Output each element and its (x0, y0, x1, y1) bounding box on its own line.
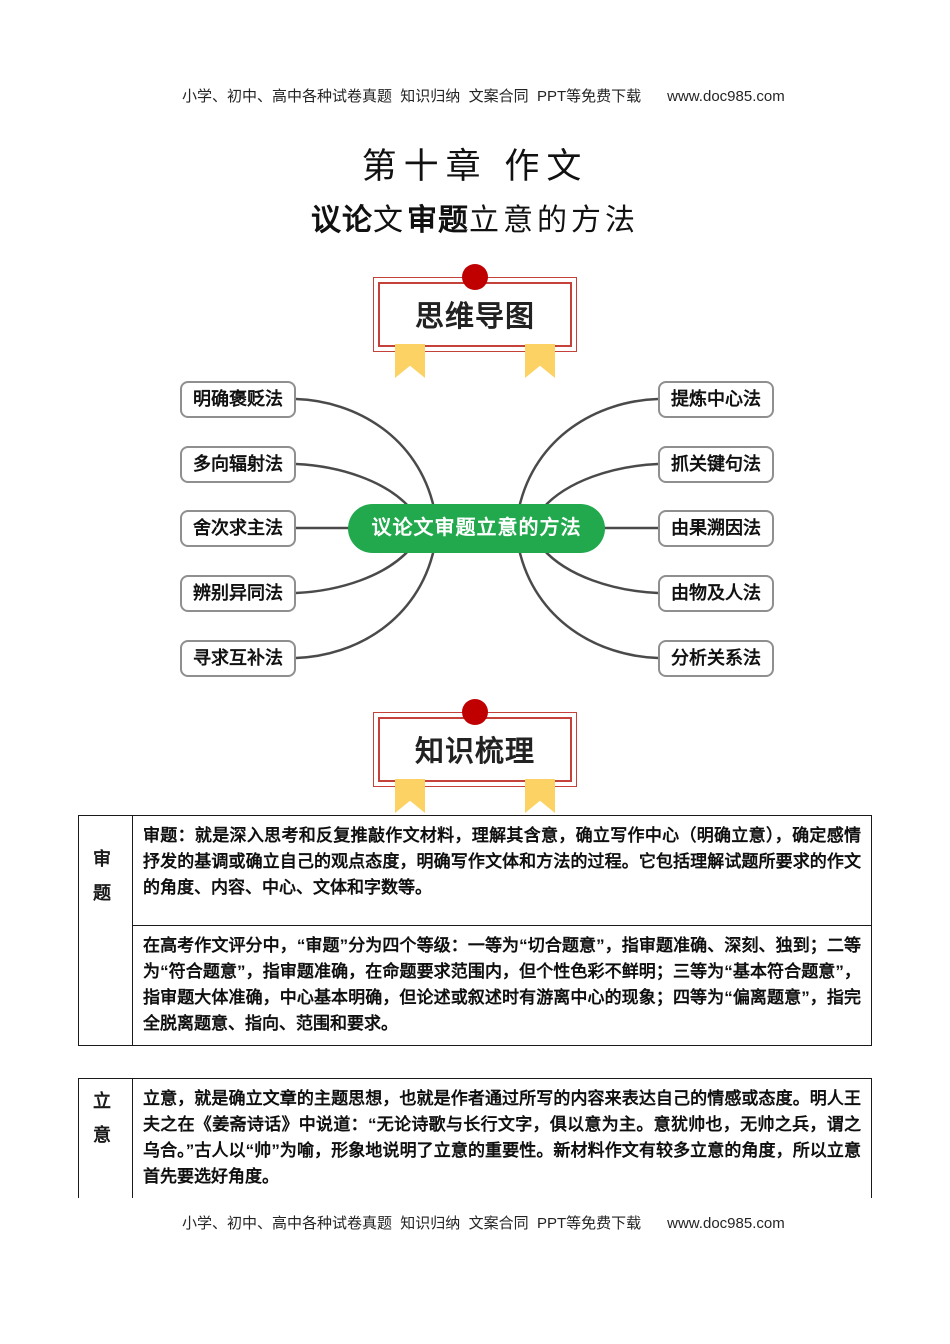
footer-site-url: www.doc985.com (667, 1215, 785, 1232)
mindmap-diagram: 明确褒贬法 多向辐射法 舍次求主法 辨别异同法 寻求互补法 提炼中心法 抓关键句… (0, 375, 950, 687)
ribbon-icon (525, 779, 555, 813)
mindmap-node: 多向辐射法 (180, 446, 296, 483)
ribbon-icon (525, 344, 555, 378)
liyi-row-label: 立意 (79, 1079, 133, 1198)
chapter-title: 第十章 作文 (361, 147, 589, 186)
mindmap-node: 舍次求主法 (180, 510, 296, 547)
subtitle-part: 审题 (407, 204, 469, 237)
mindmap-node: 辨别异同法 (180, 575, 296, 612)
shenti-table: 审题 审题：就是深入思考和反复推敲作文材料，理解其含意，确立写作中心（明确立意）… (78, 815, 872, 1046)
mindmap-node: 分析关系法 (658, 640, 774, 677)
shenti-grading-cell: 在高考作文评分中，“审题”分为四个等级：一等为“切合题意”，指审题准确、深刻、独… (143, 936, 861, 1033)
mindmap-node: 寻求互补法 (180, 640, 296, 677)
shenti-row-label: 审题 (79, 816, 133, 1045)
header-site-url: www.doc985.com (667, 88, 785, 105)
header-links-text: 小学、初中、高中各种试卷真题 知识归纳 文案合同 PPT等免费下载 (181, 88, 642, 105)
subtitle: 议论文审题立意的方法 (0, 195, 950, 239)
mindmap-center-node: 议论文审题立意的方法 (348, 504, 605, 553)
ribbon-icon (395, 779, 425, 813)
liyi-definition-cell: 立意，就是确立文章的主题思想，也就是作者通过所写的内容来表达自己的情感或态度。明… (143, 1089, 861, 1186)
ribbon-icon (395, 344, 425, 378)
banner-circle-icon (462, 699, 488, 725)
mindmap-connectors (294, 397, 660, 660)
mindmap-node: 由物及人法 (658, 575, 774, 612)
subtitle-part: 文 (373, 204, 407, 237)
subtitle-part: 立意的方法 (469, 204, 639, 237)
mindmap-banner: 思维导图 (373, 264, 577, 378)
mindmap-node: 明确褒贬法 (180, 381, 296, 418)
shenti-definition-cell: 审题：就是深入思考和反复推敲作文材料，理解其含意，确立写作中心（明确立意），确定… (133, 816, 871, 926)
mindmap-node: 由果溯因法 (658, 510, 774, 547)
page-footer: 小学、初中、高中各种试卷真题 知识归纳 文案合同 PPT等免费下载 www.doc… (0, 1195, 950, 1250)
banner-circle-icon (462, 264, 488, 290)
subtitle-part: 议论 (311, 204, 373, 237)
footer-links-text: 小学、初中、高中各种试卷真题 知识归纳 文案合同 PPT等免费下载 (181, 1215, 642, 1232)
liyi-table: 立意 立意，就是确立文章的主题思想，也就是作者通过所写的内容来表达自己的情感或态… (78, 1078, 872, 1198)
page-header: 小学、初中、高中各种试卷真题 知识归纳 文案合同 PPT等免费下载 www.doc… (0, 68, 950, 123)
mindmap-node: 提炼中心法 (658, 381, 774, 418)
mindmap-node: 抓关键句法 (658, 446, 774, 483)
knowledge-banner-title: 知识梳理 (378, 717, 572, 782)
knowledge-banner: 知识梳理 (373, 699, 577, 813)
mindmap-banner-title: 思维导图 (378, 282, 572, 347)
